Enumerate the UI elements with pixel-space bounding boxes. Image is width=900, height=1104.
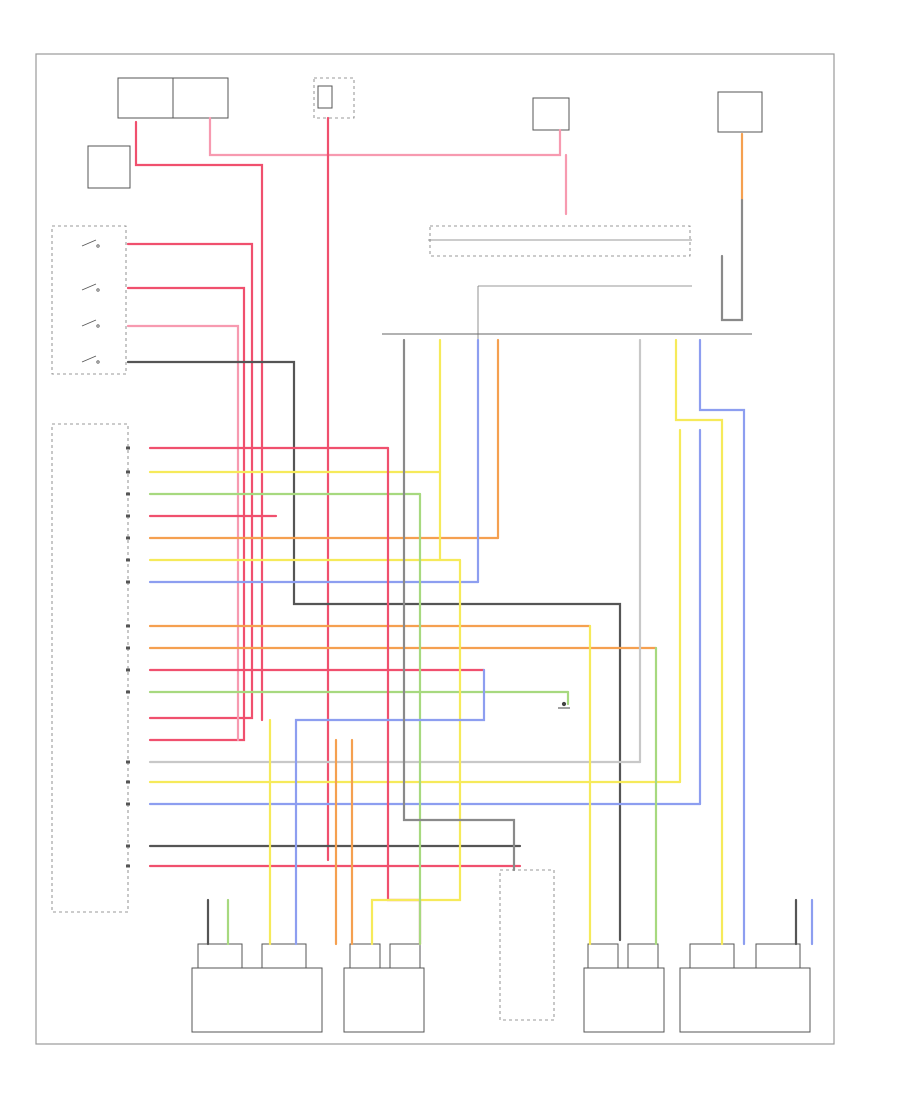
mirror-switch-area (428, 225, 692, 340)
wire-set-switch-4 (126, 360, 622, 942)
wire-down-11 (674, 338, 724, 946)
connector-pin (126, 558, 130, 562)
wire-top-power (208, 116, 562, 157)
junction-connector (499, 869, 555, 1021)
connector-pin (126, 646, 130, 650)
wire-down-3 (370, 558, 462, 946)
memory-seat-module (51, 423, 129, 913)
left-mirror-motors (191, 943, 425, 1033)
connector-pin (126, 690, 130, 694)
connector-pin (126, 844, 130, 848)
connector-pin (126, 668, 130, 672)
memory-set-switch (51, 225, 127, 375)
connector-pin (126, 624, 130, 628)
wire-down-8 (402, 338, 516, 872)
connector-pin (126, 802, 130, 806)
connector-pin (126, 864, 130, 868)
connector-pin (126, 580, 130, 584)
wire-layer (126, 116, 814, 946)
wire-set-switch-3 (126, 324, 240, 742)
wire-down-12 (698, 338, 746, 946)
connector-pin (126, 780, 130, 784)
wire-down-7 (294, 668, 486, 946)
wire-set-switch-2 (126, 286, 246, 742)
wire-fuse-feed (134, 120, 264, 722)
fuse-box-dashed (313, 77, 355, 119)
relay-box (87, 145, 131, 189)
label-layer (126, 446, 130, 868)
ground-symbol (558, 701, 570, 709)
top-right-component (717, 91, 763, 133)
diagram-border (35, 53, 835, 1045)
wire-right-loop (720, 198, 744, 322)
connector-pin (126, 470, 130, 474)
connector-pin (126, 760, 130, 764)
connector-pin (126, 514, 130, 518)
connector-pin (126, 446, 130, 450)
top-relay (532, 97, 570, 131)
connector-pin (126, 492, 130, 496)
connector-pin (126, 536, 130, 540)
right-mirror-motors (583, 943, 811, 1033)
wire-set-switch-1 (126, 242, 254, 720)
